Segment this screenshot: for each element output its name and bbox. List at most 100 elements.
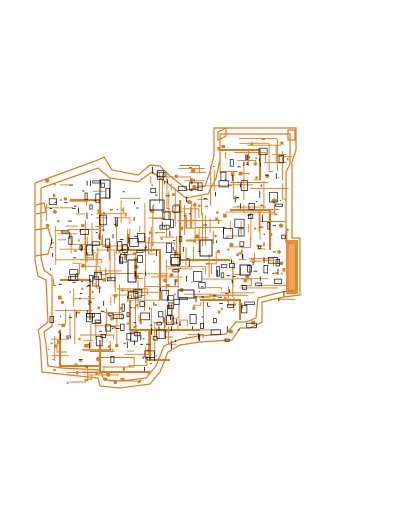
component-marker [69, 291, 71, 293]
component-outline [218, 180, 229, 188]
via-pad [91, 290, 94, 293]
component-outline [117, 241, 123, 251]
component-marker [203, 224, 208, 226]
component-marker [109, 348, 112, 350]
via-pad [153, 260, 156, 263]
via-pad [214, 234, 217, 238]
component-marker [172, 247, 174, 251]
component-marker [79, 293, 83, 294]
component-outline [105, 324, 111, 332]
component-marker [154, 194, 158, 196]
smd-pad [110, 316, 114, 321]
via-pad [265, 174, 270, 178]
via-pad [229, 242, 234, 247]
trace [116, 288, 148, 295]
component-marker [175, 319, 177, 325]
component-marker [232, 276, 236, 277]
smd-pad [74, 363, 78, 367]
component-marker [246, 161, 248, 165]
component-marker [144, 247, 146, 253]
component-marker [226, 275, 231, 277]
component-marker [134, 235, 138, 237]
component-marker [153, 302, 155, 306]
component-marker [49, 208, 52, 209]
component-outline [220, 272, 225, 278]
via-pad [175, 251, 179, 255]
component-marker [119, 239, 124, 240]
component-marker [173, 240, 176, 241]
smd-pad [109, 209, 113, 211]
smd-pad [151, 244, 154, 247]
component-outline [238, 228, 245, 237]
component-outline [92, 180, 102, 184]
ic-body [127, 259, 137, 283]
trace [248, 258, 274, 267]
component-marker [201, 296, 204, 298]
component-marker [243, 161, 245, 167]
component-outline [122, 244, 128, 253]
component-marker [213, 166, 215, 167]
smd-pad [121, 208, 125, 211]
component-outline [172, 269, 180, 273]
component-marker [155, 355, 157, 357]
trace [96, 267, 107, 280]
smd-pad [280, 141, 284, 145]
component-outline [134, 332, 141, 337]
via-pad [192, 184, 197, 190]
component-marker [149, 307, 151, 310]
component-marker [186, 196, 187, 203]
component-marker [207, 305, 211, 307]
component-marker [128, 237, 130, 244]
component-marker [163, 317, 165, 323]
smd-pad [193, 240, 196, 243]
trace [182, 208, 200, 218]
via-pad [53, 210, 57, 214]
component-marker [98, 313, 100, 314]
component-outline [173, 299, 180, 305]
component-outline [156, 329, 166, 339]
trace [185, 247, 187, 266]
component-marker [118, 251, 121, 253]
trace [91, 222, 96, 254]
component-marker [115, 328, 120, 329]
component-marker [86, 212, 88, 219]
component-marker [107, 245, 109, 252]
via-pad [268, 232, 273, 237]
via-pad [154, 303, 157, 307]
trace [56, 343, 67, 353]
component-marker [201, 286, 204, 288]
component-marker [58, 284, 62, 285]
component-marker [123, 248, 126, 250]
component-outline [129, 238, 139, 247]
component-outline [66, 335, 71, 339]
trace [135, 289, 137, 327]
trace [178, 319, 188, 327]
component-marker [151, 327, 152, 335]
component-outline [278, 155, 284, 164]
component-marker [260, 204, 264, 206]
trace [234, 151, 266, 162]
via-pad [102, 278, 107, 282]
component-marker [142, 338, 145, 340]
smd-pad [217, 220, 220, 225]
smd-pad [61, 324, 66, 327]
component-marker [158, 326, 160, 330]
component-outline [99, 214, 107, 226]
component-outline [113, 314, 124, 319]
component-marker [189, 167, 192, 169]
component-outline [210, 329, 221, 336]
smd-pad [78, 239, 80, 242]
via-pad [271, 198, 276, 204]
component-marker [159, 287, 161, 292]
via-pad [226, 299, 230, 302]
component-marker [241, 303, 243, 309]
component-outline [156, 171, 166, 177]
component-marker [139, 331, 141, 335]
component-marker [119, 255, 120, 263]
smd-pad [113, 380, 117, 385]
via-pad [53, 183, 56, 186]
component-outline [269, 191, 278, 203]
smd-pad [76, 371, 79, 375]
trace [185, 212, 196, 229]
